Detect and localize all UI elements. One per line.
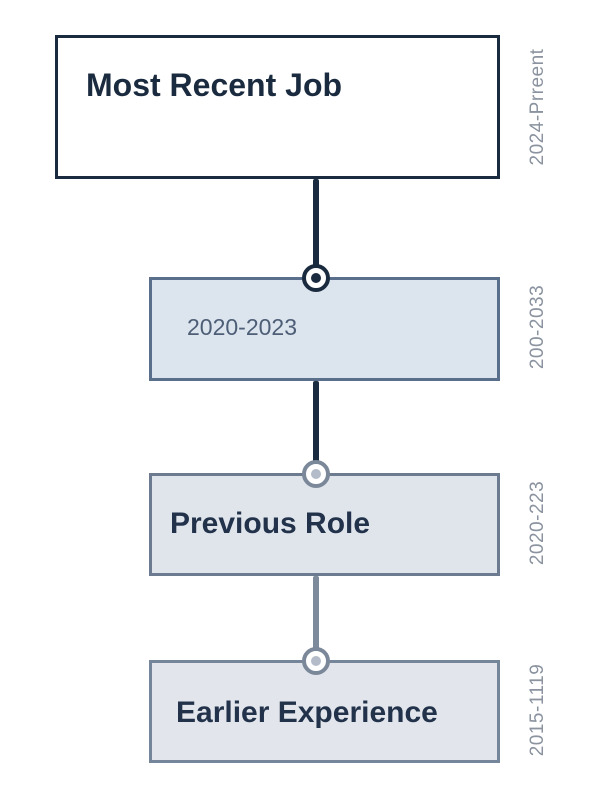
- timeline-box-2020-2023: 2020-2023: [149, 277, 500, 381]
- timeline-node-1: [302, 264, 330, 292]
- connector-line-3: [313, 576, 319, 661]
- timeline-node-3: [302, 647, 330, 675]
- timeline-box-title: Most Recent Job: [86, 67, 343, 103]
- date-text: 200-2033: [527, 284, 548, 370]
- timeline-box-earlier-experience: Earlier Experience: [149, 660, 500, 763]
- timeline-box-title: 2020-2023: [187, 314, 297, 340]
- date-text: 2020-223: [527, 480, 548, 566]
- timeline-box-previous-role: Previous Role: [149, 473, 500, 576]
- connector-line-2: [313, 381, 319, 474]
- timeline-box-title: Earlier Experience: [176, 696, 438, 729]
- node-dot: [311, 656, 321, 666]
- connector-line-1: [313, 179, 319, 278]
- timeline-node-2: [302, 460, 330, 488]
- date-text: 2015-1119: [527, 663, 548, 757]
- node-dot: [311, 469, 321, 479]
- date-text: 2024-Prreent: [527, 48, 548, 166]
- node-dot: [311, 273, 321, 283]
- timeline-box-most-recent: Most Recent Job: [55, 35, 500, 179]
- timeline-box-title: Previous Role: [170, 507, 371, 540]
